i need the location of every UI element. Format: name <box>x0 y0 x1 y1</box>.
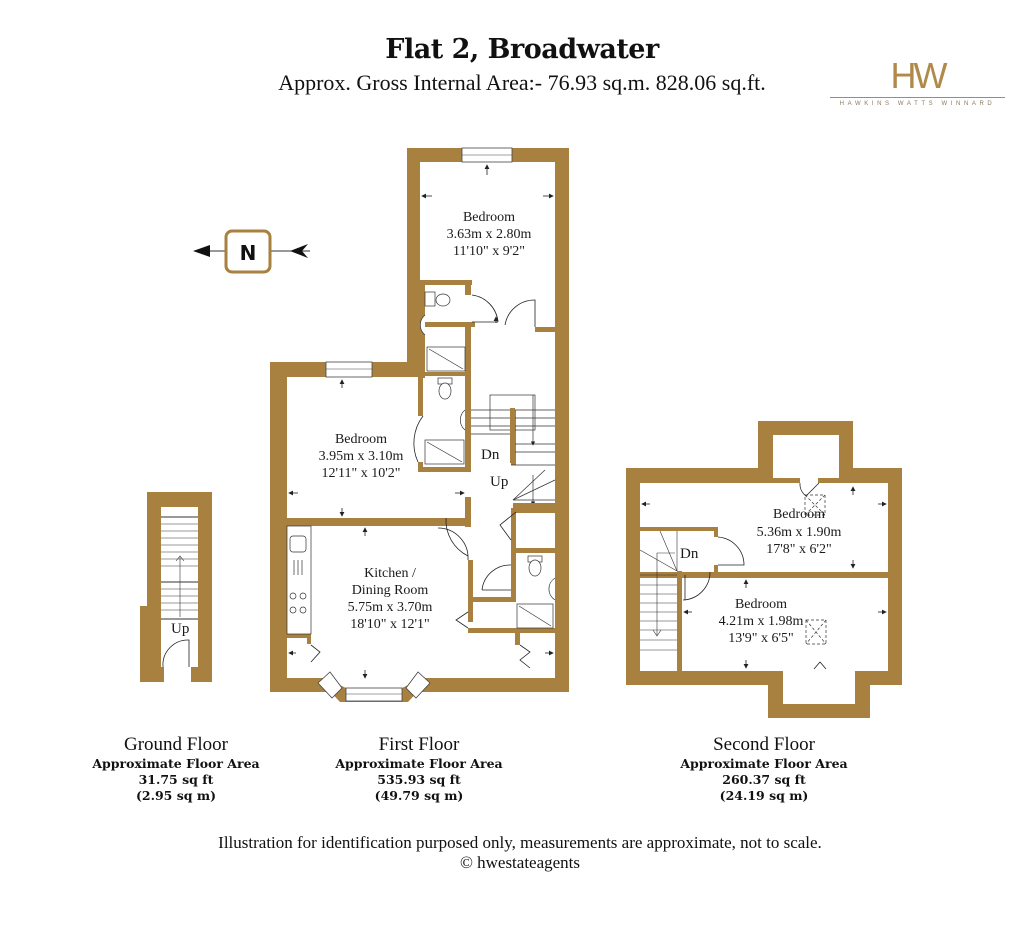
floor-area-label: Approximate Floor Area <box>335 756 503 771</box>
dimension-markers <box>288 164 554 679</box>
page-title: Flat 2, Broadwater <box>385 34 659 65</box>
ground-floor-wall <box>140 492 212 682</box>
first-floor-interior <box>287 162 555 678</box>
dormer-bottom <box>783 671 855 704</box>
north-arrow-icon <box>193 245 210 257</box>
stairs-down-label: Dn <box>680 546 699 562</box>
room-name: Dining Room <box>352 583 429 598</box>
doors <box>310 294 536 669</box>
stairs-up-label: Up <box>490 474 508 490</box>
second-floor-stairs <box>639 530 678 651</box>
room-dimensions-imperial: 18'10" x 12'1" <box>350 617 429 632</box>
room-dimensions-metric: 4.21m x 1.98m <box>719 614 804 629</box>
floor-area-sqm: (49.79 sq m) <box>374 788 464 803</box>
room-name: Bedroom <box>773 507 825 522</box>
interior-wall <box>287 518 469 526</box>
room-name: Bedroom <box>463 210 515 225</box>
floor-area-sqm: (2.95 sq m) <box>136 788 216 803</box>
ground-floor-stairs <box>161 516 198 620</box>
compass-letter: N <box>240 241 257 265</box>
floor-area-sqm: (24.19 sq m) <box>719 788 809 803</box>
kitchen-units <box>286 525 312 635</box>
floor-summary-first: First Floor Approximate Floor Area 535.9… <box>299 734 539 804</box>
floor-summary-ground: Ground Floor Approximate Floor Area 31.7… <box>56 734 296 804</box>
logo-divider <box>830 97 1005 98</box>
ground-floor-plan: Up <box>140 492 212 682</box>
room-dimensions-imperial: 13'9" x 6'5" <box>728 631 793 646</box>
floor-area-sqft: 535.93 sq ft <box>377 772 461 787</box>
room-dimensions-metric: 3.95m x 3.10m <box>319 449 404 464</box>
dormer-top <box>773 435 839 478</box>
dimension-markers <box>641 486 887 669</box>
floor-name: Second Floor <box>713 734 815 755</box>
agent-logo: HW HAWKINS WATTS WINNARD <box>830 58 1005 107</box>
stairs-down-label: Dn <box>481 447 500 463</box>
skylight-icon <box>804 494 827 645</box>
logo-name: HAWKINS WATTS WINNARD <box>839 101 996 107</box>
compass-box <box>224 229 272 274</box>
first-floor-plan: Bedroom 3.63m x 2.80m 11'10" x 9'2" Bedr… <box>270 147 569 702</box>
door <box>162 639 190 668</box>
room-name: Kitchen / <box>364 566 416 581</box>
bay-window <box>345 687 403 702</box>
floor-summary-second: Second Floor Approximate Floor Area 260.… <box>644 734 884 804</box>
compass-tail-icon <box>290 244 308 258</box>
logo-mark: HW <box>890 55 948 96</box>
floor-name: First Floor <box>378 734 460 755</box>
floor-area-sqft: 260.37 sq ft <box>722 772 806 787</box>
window <box>325 361 373 378</box>
copyright: © hwestateagents <box>459 853 581 872</box>
bathroom-fixtures <box>419 291 556 629</box>
room-dimensions-metric: 3.63m x 2.80m <box>447 227 532 242</box>
room-dimensions-metric: 5.36m x 1.90m <box>757 525 842 540</box>
room-dimensions-metric: 5.75m x 3.70m <box>348 600 433 615</box>
second-floor-plan: Bedroom 5.36m x 1.90m 17'8" x 6'2" Bedro… <box>626 421 902 718</box>
stairs-up-label: Up <box>171 621 189 637</box>
room-dimensions-imperial: 12'11" x 10'2" <box>322 466 401 481</box>
room-dimensions-imperial: 11'10" x 9'2" <box>453 244 525 259</box>
disclaimer: Illustration for identification purposed… <box>218 833 822 852</box>
floor-area-label: Approximate Floor Area <box>92 756 260 771</box>
floor-area-label: Approximate Floor Area <box>680 756 848 771</box>
compass: N <box>193 229 310 274</box>
floor-area-sqft: 31.75 sq ft <box>138 772 214 787</box>
gross-internal-area: Approx. Gross Internal Area:- 76.93 sq.m… <box>278 70 766 95</box>
floor-name: Ground Floor <box>124 734 228 755</box>
room-name: Bedroom <box>735 597 787 612</box>
room-dimensions-imperial: 17'8" x 6'2" <box>766 542 831 557</box>
room-name: Bedroom <box>335 432 387 447</box>
